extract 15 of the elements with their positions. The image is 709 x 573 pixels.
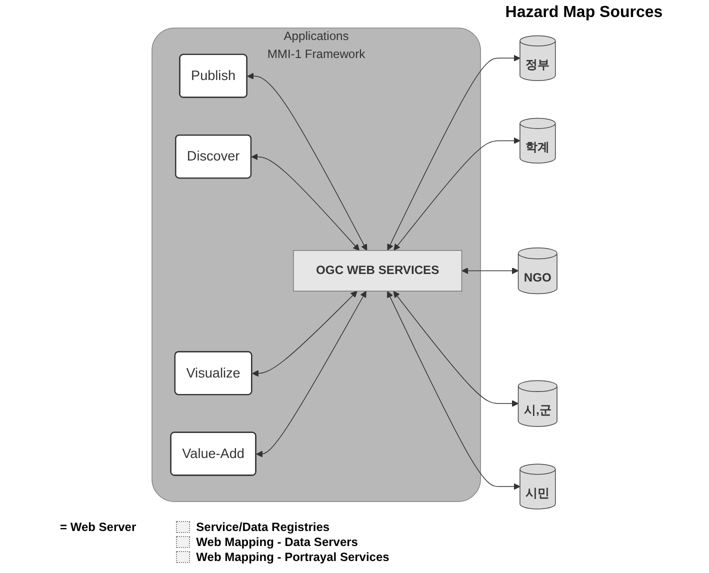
arrow	[462, 267, 519, 274]
arrow	[247, 72, 368, 251]
arrow	[256, 290, 366, 458]
arrow	[251, 154, 360, 251]
arrow	[387, 54, 520, 250]
legend-text: = Web Server	[60, 520, 136, 534]
legend-text: Service/Data Registries	[196, 520, 330, 534]
arrow	[394, 137, 520, 250]
arrow	[393, 291, 519, 407]
legend-text: Web Mapping - Portrayal Services	[196, 550, 390, 564]
node-box: OGC WEB SERVICES	[293, 250, 462, 292]
legend-text: Web Mapping - Data Servers	[196, 535, 358, 549]
section-heading: Hazard Map Sources	[504, 4, 664, 22]
arrow	[387, 291, 520, 490]
arrow	[252, 290, 358, 377]
